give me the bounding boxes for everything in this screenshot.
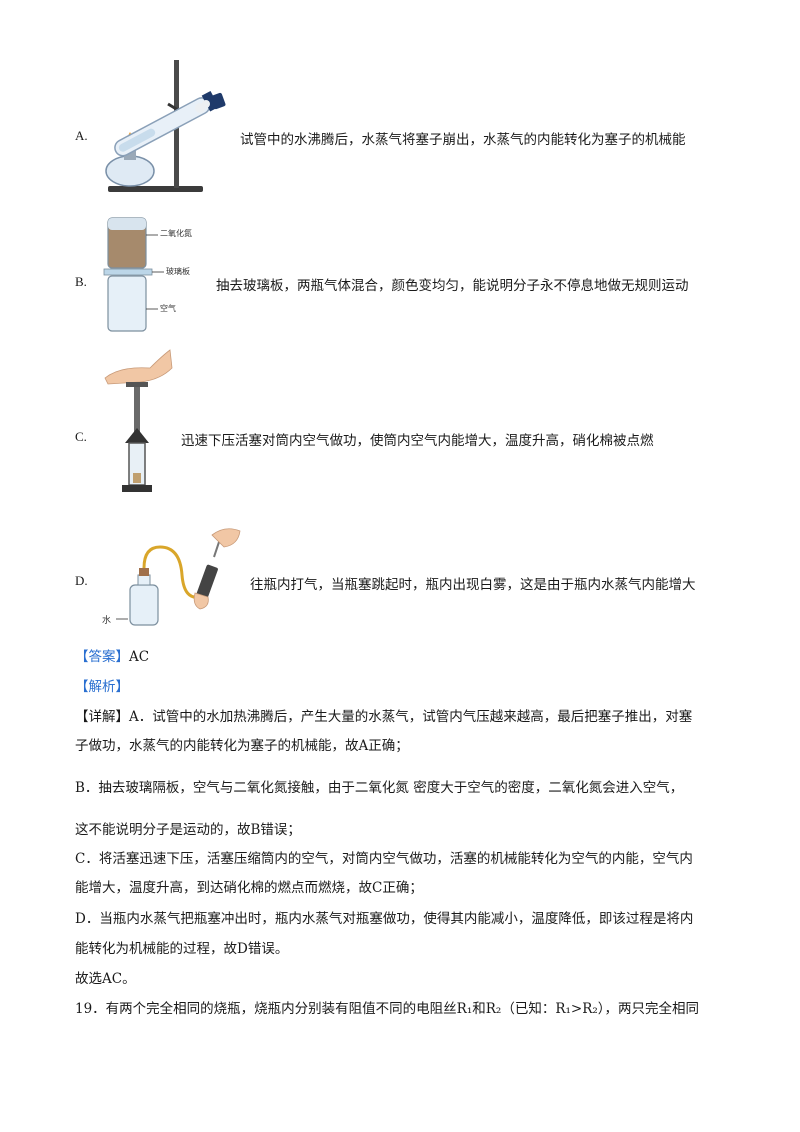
gas-diffusion-figure: 二氧化氮 玻璃板 空气 [100, 213, 215, 335]
detail-tag: 【详解】 [75, 709, 129, 725]
option-c-letter: C. [75, 429, 87, 444]
detail-line-1: 【详解】A．试管中的水加热沸腾后，产生大量的水蒸气，试管内气压越来越高，最后把塞… [75, 705, 692, 725]
boiling-test-tube-figure [100, 58, 235, 198]
air-label: 空气 [160, 304, 176, 313]
option-d-text: 往瓶内打气，当瓶塞跳起时，瓶内出现白雾，这是由于瓶内水蒸气内能增大 [250, 577, 696, 593]
detail-line-8: 能转化为机械能的过程，故D错误。 [75, 941, 289, 957]
detail-line-7: D．当瓶内水蒸气把瓶塞冲出时，瓶内水蒸气对瓶塞做功，使得其内能减小，温度降低，即… [75, 911, 694, 927]
detail-line-4: 这不能说明分子是运动的，故B错误； [75, 822, 301, 838]
water-label: 水 [102, 616, 112, 626]
detail-line-3: B．抽去玻璃隔板，空气与二氧化氮接触，由于二氧化氮 密度大于空气的密度，二氧化氮… [75, 780, 684, 796]
detail-line-6: 能增大，温度升高，到达硝化棉的燃点而燃烧，故C正确； [75, 880, 423, 896]
question-19-line: 19．有两个完全相同的烧瓶，烧瓶内分别装有阻值不同的电阻丝R₁和R₂（已知：R₁… [75, 1001, 700, 1017]
answer-value: AC [129, 649, 150, 665]
air-compression-figure [100, 348, 175, 498]
analysis-tag: 【解析】 [75, 679, 129, 695]
detail-text-a1: A．试管中的水加热沸腾后，产生大量的水蒸气，试管内气压越来越高，最后把塞子推出，… [129, 709, 693, 725]
detail-line-2: 子做功，水蒸气的内能转化为塞子的机械能，故A正确； [75, 738, 409, 754]
answer-line: 【答案】AC [75, 645, 149, 665]
option-b-text: 抽去玻璃板，两瓶气体混合，颜色变均匀，能说明分子永不停息地做无规则运动 [216, 278, 689, 294]
answer-tag: 【答案】 [75, 649, 129, 665]
bottle-pump-figure: 水 [100, 525, 245, 630]
option-a-text: 试管中的水沸腾后，水蒸气将塞子崩出，水蒸气的内能转化为塞子的机械能 [240, 132, 686, 148]
option-a-letter: A. [75, 128, 88, 143]
conclusion-line: 故选AC。 [75, 971, 136, 987]
option-c-text: 迅速下压活塞对筒内空气做功，使筒内空气内能增大，温度升高，硝化棉被点燃 [181, 433, 654, 449]
glass-plate-label: 玻璃板 [166, 267, 190, 276]
no2-label: 二氧化氮 [160, 229, 192, 238]
option-b-letter: B. [75, 274, 87, 289]
detail-line-5: C．将活塞迅速下压，活塞压缩筒内的空气，对筒内空气做功，活塞的机械能转化为空气的… [75, 851, 693, 867]
option-d-letter: D. [75, 573, 88, 588]
